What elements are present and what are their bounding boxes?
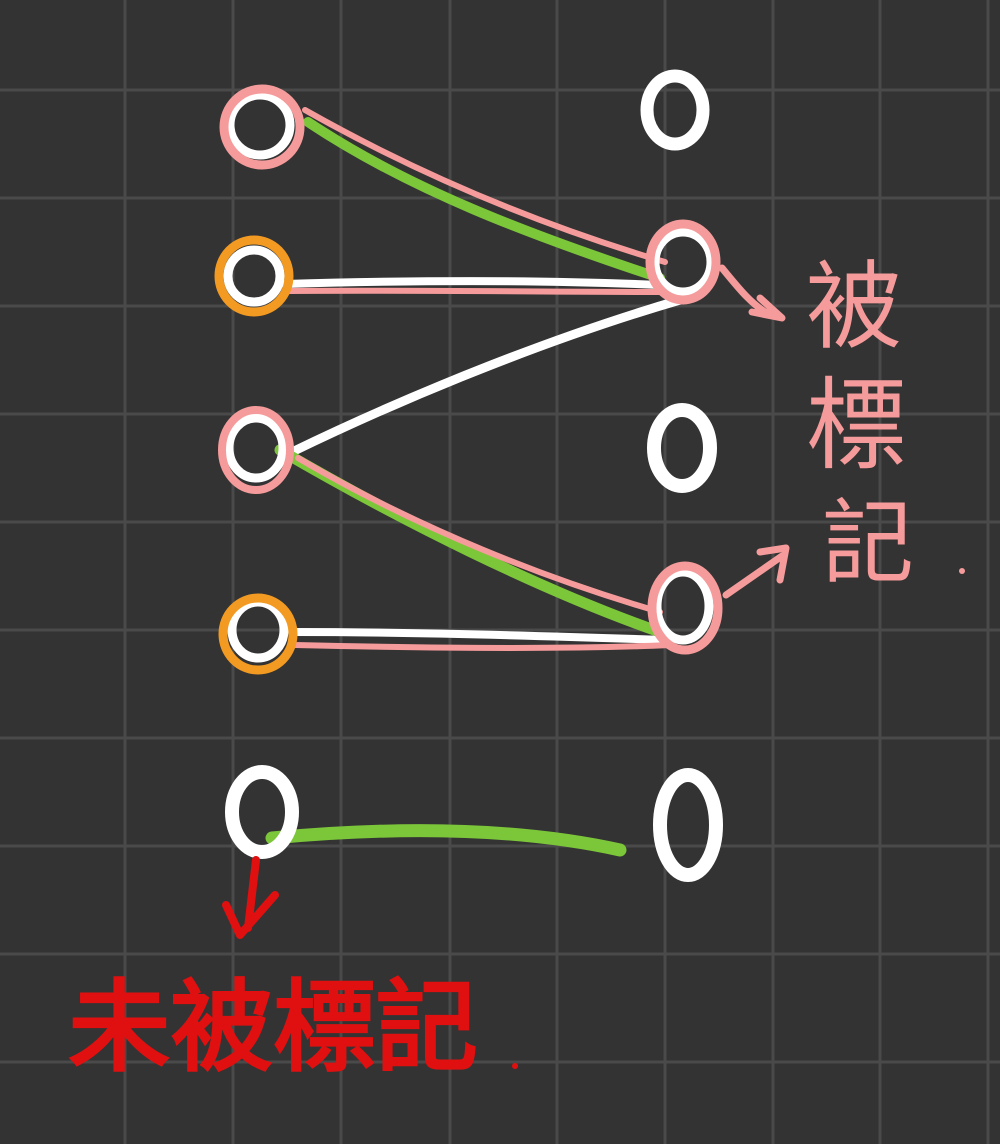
- matching-edge-L1-R2: [303, 117, 665, 283]
- marked-arrows: [718, 264, 790, 599]
- left-node-1-marked: [219, 84, 305, 170]
- marked-arrow-lower: [722, 544, 790, 599]
- edge-L3-R2: [287, 295, 685, 457]
- right-nodes: [640, 69, 723, 882]
- unmarked-label-dot: [512, 1063, 518, 1069]
- unmarked-arrow: [222, 856, 279, 939]
- white-edges: [281, 277, 685, 644]
- marked-label-dot: [959, 568, 965, 574]
- right-node-2-marked: [645, 219, 721, 305]
- left-node-2-orange: [214, 235, 294, 317]
- path-edge-L3-R4: [295, 455, 663, 615]
- right-node-5: [653, 768, 723, 882]
- edge-L2-R2: [281, 277, 664, 289]
- right-node-4-marked: [647, 561, 723, 655]
- left-node-4-orange: [218, 593, 298, 675]
- green-edges: [265, 117, 666, 857]
- unmarked-label: 未被標記: [68, 968, 478, 1086]
- right-node-1: [640, 69, 710, 151]
- marked-label-char-2: 標: [806, 367, 906, 484]
- path-edge-L2-R2: [285, 287, 667, 295]
- left-node-3-marked: [218, 406, 294, 494]
- left-node-5-unmarked: [225, 765, 299, 859]
- edge-L4-R4: [288, 628, 669, 644]
- marked-label-char-1: 被: [806, 251, 902, 363]
- path-edge-L1-R2: [302, 107, 668, 265]
- marked-label-char-3: 記: [822, 490, 914, 597]
- pink-edges: [285, 107, 673, 652]
- path-edge-L4-R4: [292, 642, 673, 652]
- marked-arrow-upper: [718, 264, 786, 322]
- right-node-3: [647, 403, 717, 493]
- left-nodes: [214, 84, 305, 859]
- matching-edge-L5-R5: [265, 824, 627, 857]
